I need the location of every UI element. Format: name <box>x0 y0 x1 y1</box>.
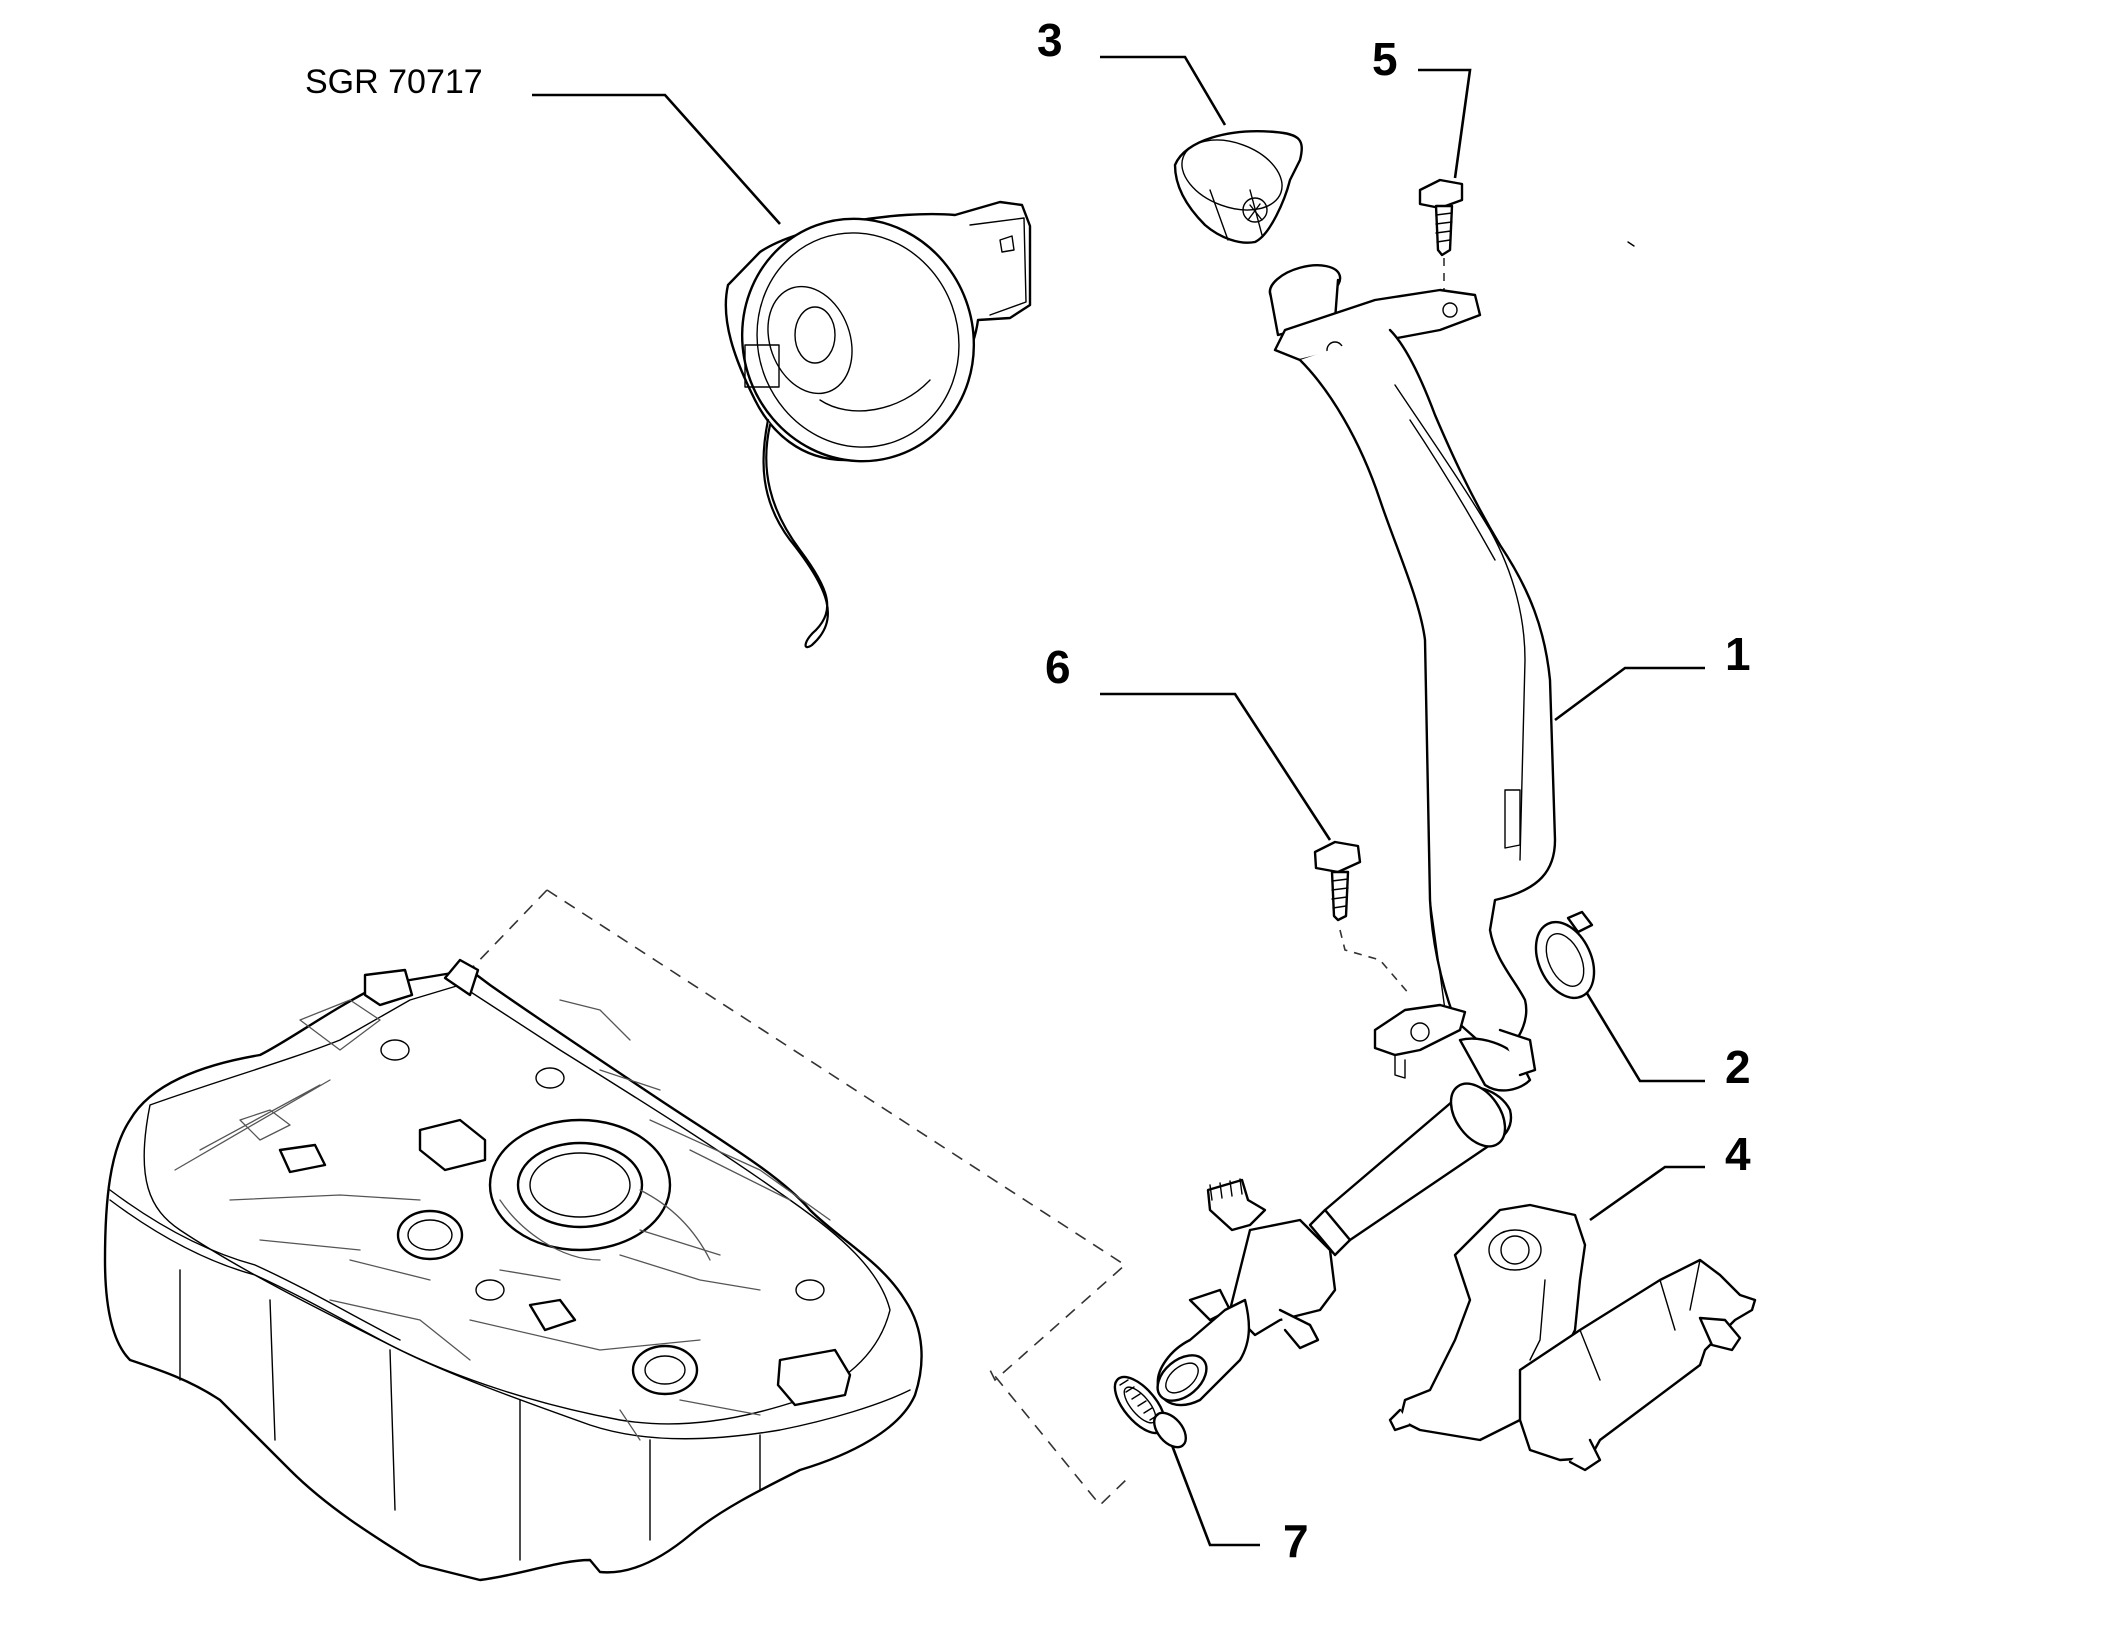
lower-bolt-part: 6 <box>1045 641 1362 922</box>
seal-ring-part: 7 <box>1113 1375 1309 1567</box>
callout-5-label: 5 <box>1372 33 1398 85</box>
heat-shield-part: 4 <box>1388 1128 1757 1472</box>
hose-clamp-part: 2 <box>1534 910 1751 1093</box>
callout-2-label: 2 <box>1725 1041 1751 1093</box>
callout-3-leader <box>1100 55 1227 126</box>
callout-7-leader <box>1168 1439 1260 1547</box>
callout-6-leader <box>1100 692 1332 841</box>
callout-1-label: 1 <box>1725 628 1751 680</box>
upper-bolt-part: 5 <box>1372 33 1635 290</box>
fuel-cap-part: 3 <box>1037 14 1303 244</box>
reference-label-group: SGR 70717 <box>305 63 781 225</box>
filler-neck-pipe-part: 1 <box>1156 264 1751 1407</box>
tank-connection-dashed-line <box>546 889 1129 1507</box>
callout-4-leader <box>1589 1165 1705 1222</box>
fuel-tank-part <box>103 889 1129 1582</box>
reference-leader-line <box>532 93 781 225</box>
filler-housing-part <box>724 200 1032 463</box>
callout-1-leader <box>1554 666 1705 722</box>
callout-7-label: 7 <box>1283 1515 1309 1567</box>
drain-hose-part <box>762 418 829 649</box>
callout-4-label: 4 <box>1725 1128 1751 1180</box>
callout-5-leader <box>1418 68 1472 179</box>
reference-code: SGR 70717 <box>305 63 483 101</box>
callout-3-label: 3 <box>1037 14 1063 66</box>
callout-2-leader <box>1583 989 1705 1083</box>
callout-6-label: 6 <box>1045 641 1071 693</box>
